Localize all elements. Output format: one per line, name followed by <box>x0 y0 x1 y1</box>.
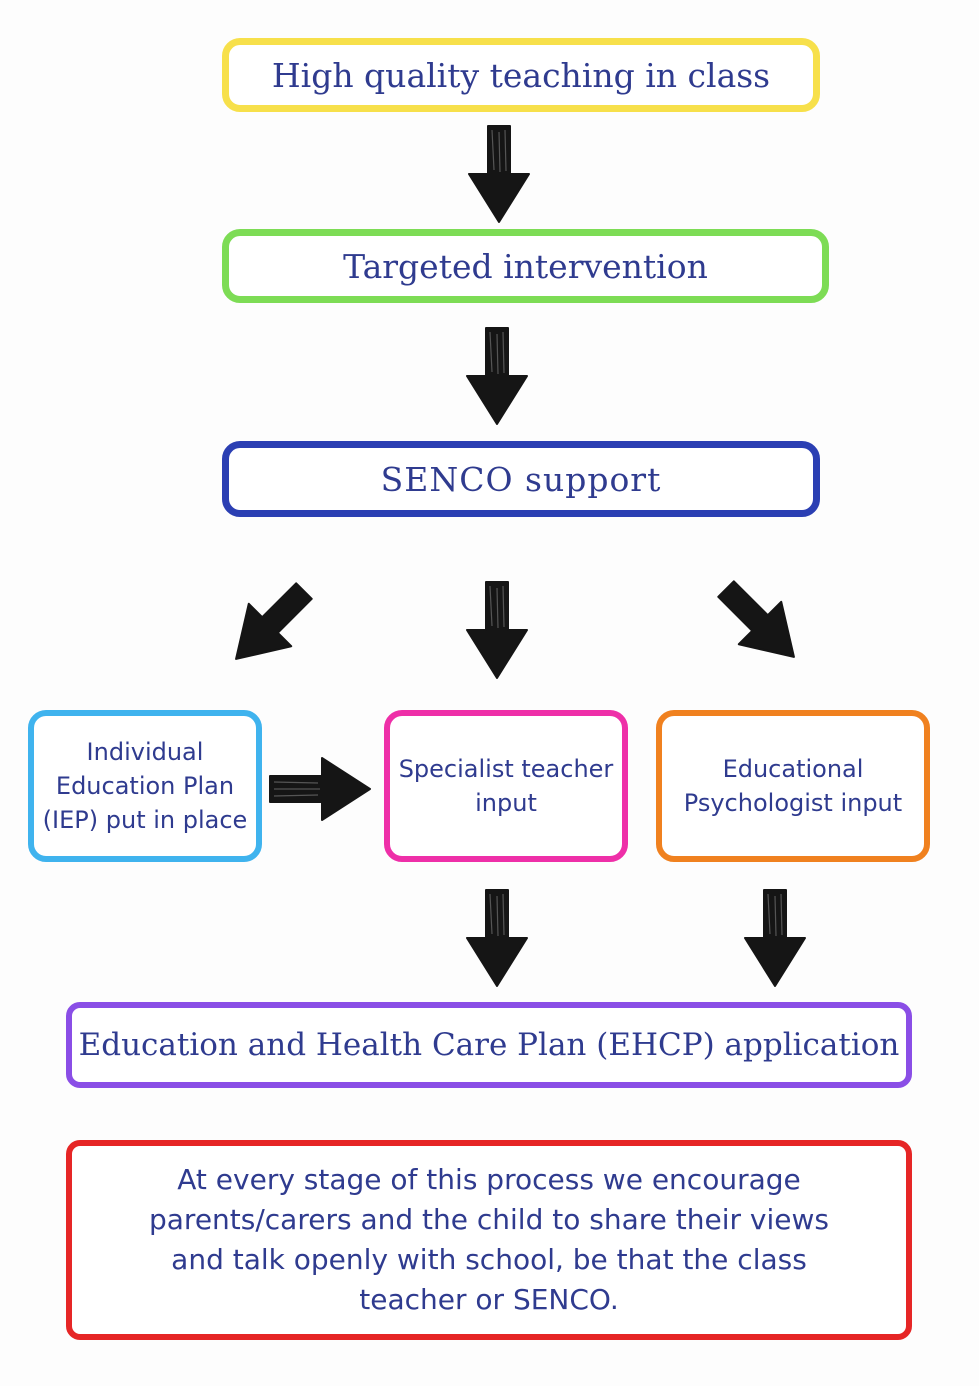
arrow-educational-psychologist-to-ehcp <box>742 888 808 988</box>
arrow-high-quality-to-targeted <box>466 124 532 224</box>
node-senco-support: SENCO support <box>222 441 820 517</box>
arrow-senco-to-iep <box>224 582 316 668</box>
node-label: Individual Education Plan (IEP) put in p… <box>42 738 248 834</box>
node-high-quality-teaching: High quality teaching in class <box>222 38 820 112</box>
node-label: Specialist teacher input <box>398 755 614 817</box>
node-targeted-intervention: Targeted intervention <box>222 229 829 303</box>
note-parent-involvement: At every stage of this process we encour… <box>66 1140 912 1340</box>
node-label: Education and Health Care Plan (EHCP) ap… <box>78 1027 900 1063</box>
node-specialist-teacher: Specialist teacher input <box>384 710 628 862</box>
node-label: SENCO support <box>380 459 662 499</box>
node-label: Educational Psychologist input <box>683 755 903 817</box>
node-label: Targeted intervention <box>343 246 708 286</box>
arrow-targeted-to-senco <box>464 326 530 426</box>
arrow-specialist-to-ehcp <box>464 888 530 988</box>
arrow-senco-to-specialist <box>464 580 530 680</box>
arrow-senco-to-educational-psychologist <box>714 580 806 666</box>
note-text: At every stage of this process we encour… <box>148 1163 829 1316</box>
node-iep: Individual Education Plan (IEP) put in p… <box>28 710 262 862</box>
arrow-iep-to-specialist <box>268 754 372 824</box>
node-educational-psychologist: Educational Psychologist input <box>656 710 930 862</box>
node-ehcp-application: Education and Health Care Plan (EHCP) ap… <box>66 1002 912 1088</box>
node-label: High quality teaching in class <box>271 55 771 95</box>
